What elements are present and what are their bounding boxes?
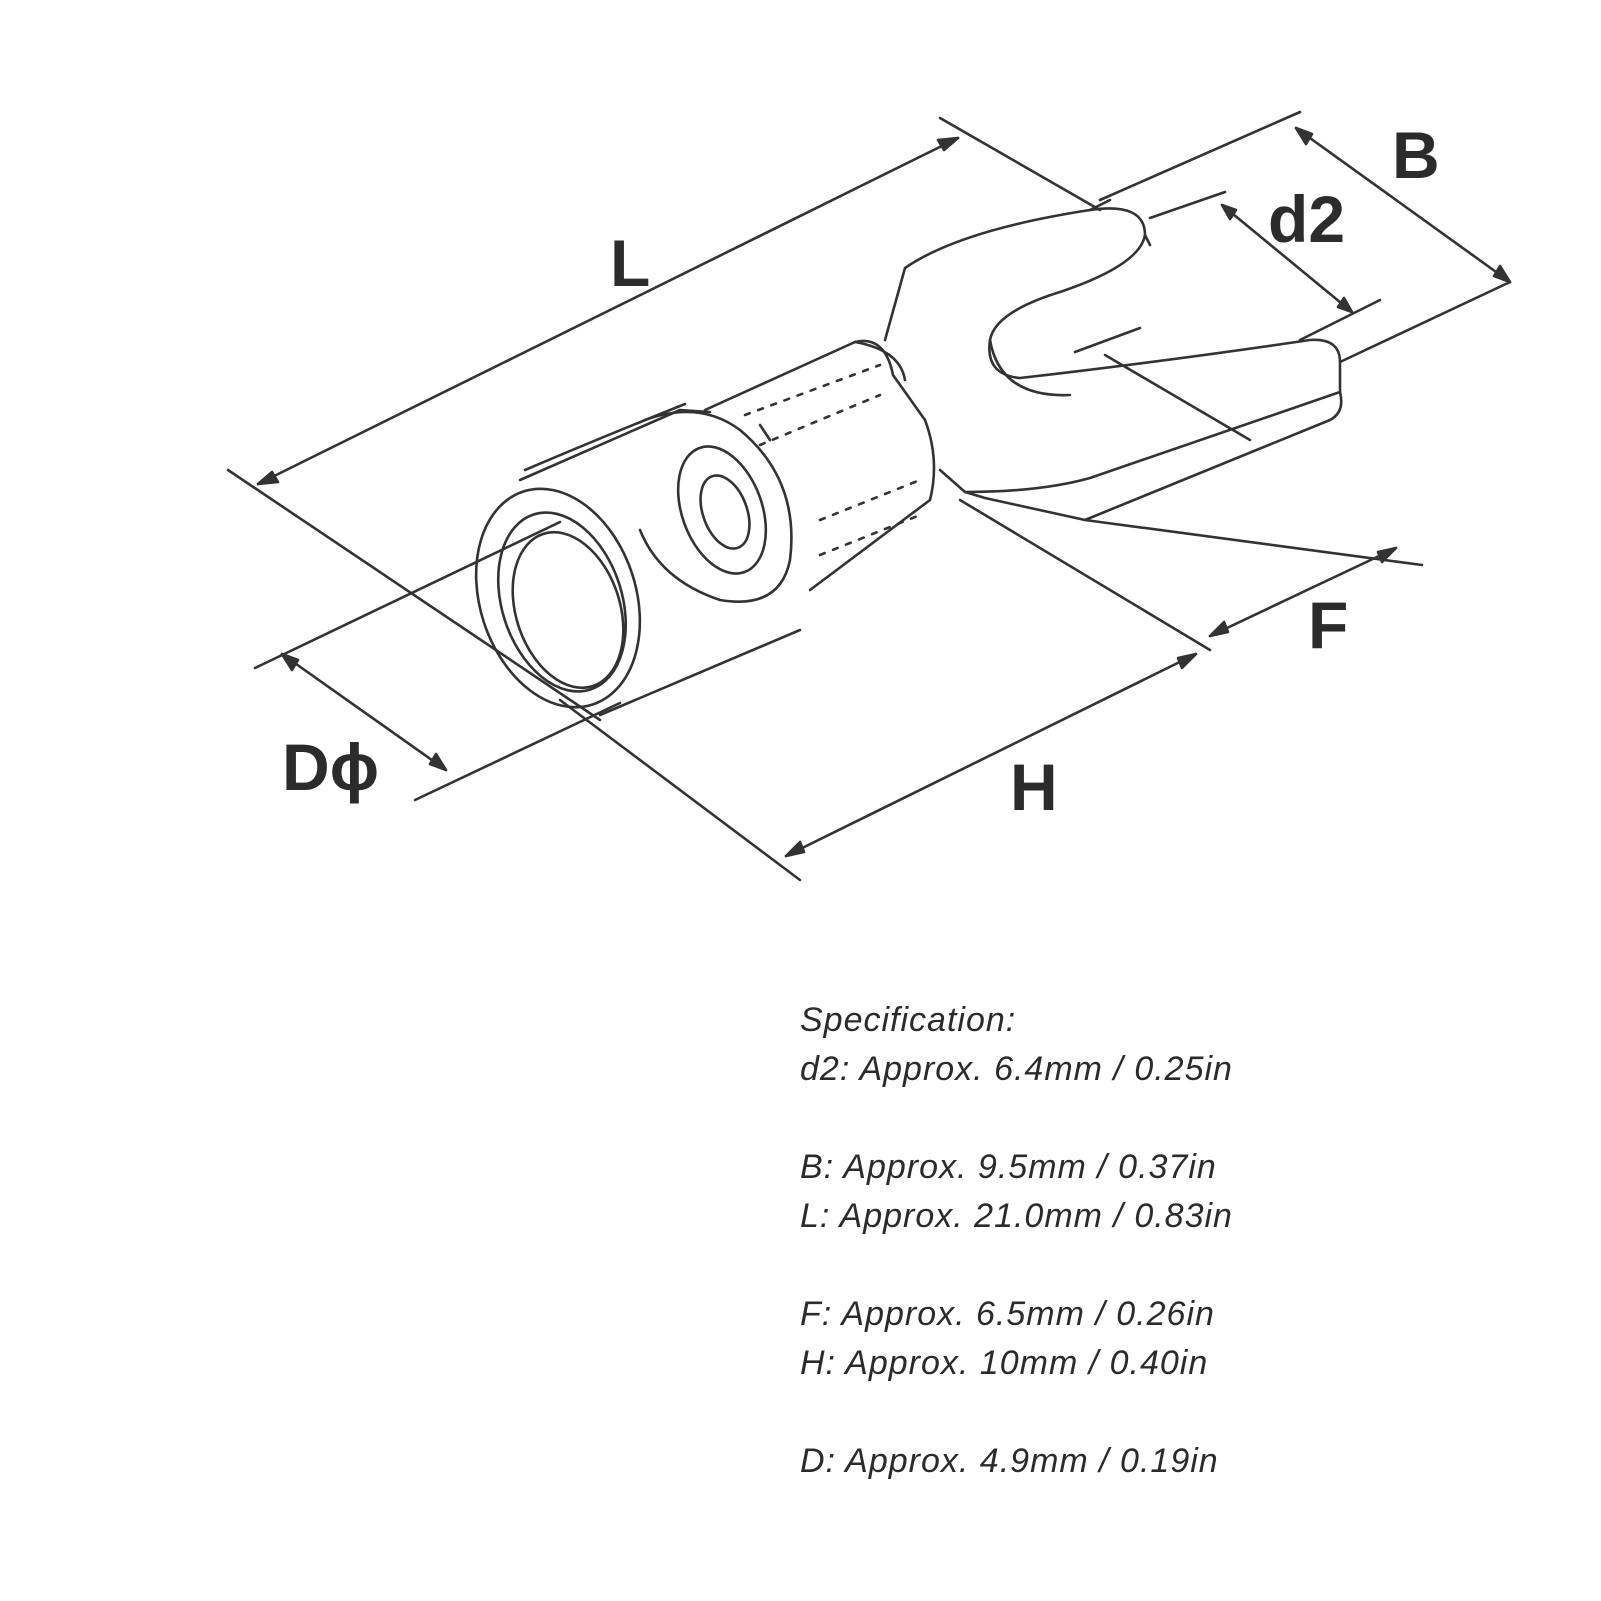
fork-tongue (883, 198, 1343, 522)
dimension-line-H (558, 652, 1198, 882)
dimension-line-B (1098, 110, 1512, 364)
dimension-line-d2 (1073, 190, 1382, 442)
dimension-line-D (253, 520, 622, 802)
label-B: B (1392, 118, 1440, 192)
terminal-dimension-diagram: L B d2 F H Dϕ (226, 110, 1512, 882)
spec-H: H: Approx. 10mm / 0.40in (800, 1344, 1209, 1382)
label-d2: d2 (1268, 182, 1345, 256)
label-F: F (1308, 588, 1348, 662)
dimension-line-F (958, 498, 1424, 652)
spec-D: D: Approx. 4.9mm / 0.19in (800, 1442, 1219, 1480)
spec-F: F: Approx. 6.5mm / 0.26in (800, 1295, 1215, 1333)
dimension-line-L (226, 116, 1102, 722)
spec-L: L: Approx. 21.0mm / 0.83in (800, 1197, 1233, 1235)
barrel (703, 339, 936, 592)
collar (638, 410, 793, 603)
spec-B: B: Approx. 9.5mm / 0.37in (800, 1148, 1217, 1186)
label-H: H (1010, 750, 1058, 824)
spec-title: Specification: (800, 1001, 1017, 1039)
label-D: Dϕ (282, 730, 379, 804)
label-L: L (610, 226, 650, 300)
specification-block: Specification: d2: Approx. 6.4mm / 0.25i… (800, 996, 1233, 1486)
spec-d2: d2: Approx. 6.4mm / 0.25in (800, 1050, 1233, 1088)
insulation-sleeve (474, 402, 802, 717)
